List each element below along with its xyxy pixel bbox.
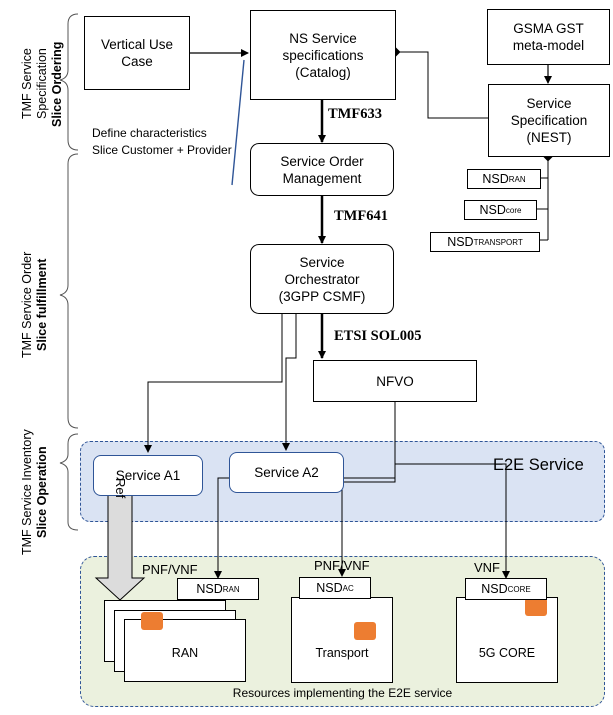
- tmf633-label: TMF633: [328, 106, 382, 122]
- service-order-management-box: Service Order Management: [250, 143, 394, 196]
- ref-label: Ref: [113, 478, 128, 499]
- transport-vnf-icon: [354, 622, 376, 640]
- pnf-vnf-label-1: PNF/VNF: [142, 562, 198, 577]
- side-label-operation: TMF Service Inventory Slice Operation: [20, 429, 49, 556]
- ran-vnf-icon: [141, 612, 163, 630]
- pnf-vnf-label-2: PNF/VNF: [314, 558, 370, 573]
- side-label-fulfillment: TMF Service Order Slice fulfillment: [20, 251, 49, 359]
- resources-caption: Resources implementing the E2E service: [232, 686, 453, 700]
- core-vnf-icon: [525, 598, 547, 616]
- tmf641-label: TMF641: [334, 208, 388, 224]
- side-label-ordering: TMF Service Specification Slice Ordering: [20, 41, 64, 127]
- ns-service-specifications-box: NS Service specifications (Catalog): [250, 10, 396, 100]
- service-a2-box: Service A2: [229, 452, 344, 493]
- brace-ordering: [59, 13, 79, 151]
- etsi-sol005-label: ETSI SOL005: [334, 328, 422, 344]
- nfvo-box: NFVO: [313, 360, 477, 402]
- ran-resource-box: RAN: [124, 612, 246, 682]
- brace-operation: [59, 433, 79, 531]
- gsma-gst-box: GSMA GST meta-model: [487, 9, 610, 65]
- 5g-core-label: 5G CORE: [478, 646, 536, 660]
- 5g-core-resource-box: 5G CORE: [456, 597, 558, 683]
- service-a1-box: Service A1: [93, 455, 203, 496]
- transport-label: Transport: [315, 646, 369, 660]
- transport-resource-box: Transport: [291, 597, 393, 683]
- ran-label: RAN: [171, 646, 199, 660]
- brace-fulfillment: [59, 153, 79, 429]
- e2e-service-title: E2E Service: [493, 456, 584, 474]
- vertical-use-case-box: Vertical Use Case: [84, 16, 190, 90]
- vnf-label: VNF: [474, 560, 500, 575]
- service-specification-box: Service Specification (NEST): [488, 84, 610, 157]
- define-characteristics-note: Define characteristics Slice Customer + …: [92, 126, 232, 157]
- service-orchestrator-box: Service Orchestrator (3GPP CSMF): [250, 244, 394, 314]
